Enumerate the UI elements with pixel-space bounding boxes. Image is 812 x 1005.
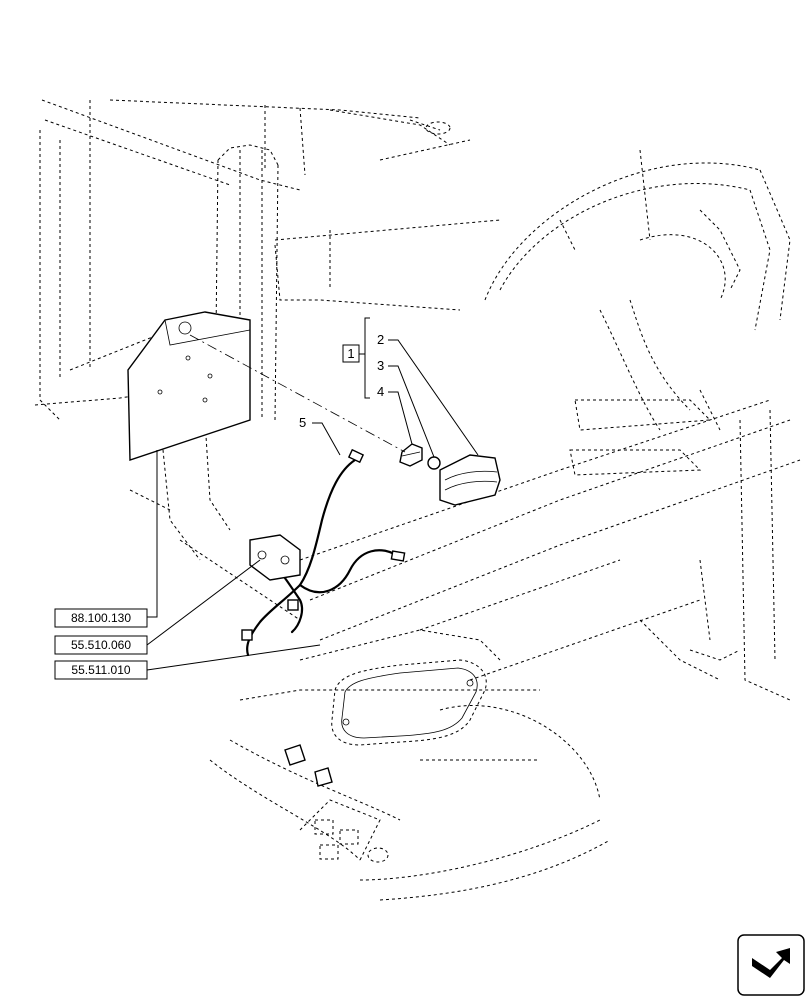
reference-88-100-130[interactable]: 88.100.130: [54, 608, 148, 628]
wiring-harness: [241, 448, 406, 787]
callout-label-4: 4: [377, 384, 384, 399]
reference-55-511-010[interactable]: 55.511.010: [54, 660, 148, 680]
reference-code: 88.100.130: [71, 611, 131, 625]
reference-code: 55.510.060: [71, 638, 131, 652]
mounting-bracket: [127, 311, 251, 461]
callout-label-5: 5: [299, 415, 306, 430]
callout-label-3: 3: [377, 358, 384, 373]
callout-label-2: 2: [377, 332, 384, 347]
callout-label-1: 1: [347, 346, 354, 361]
cab-frame-outline: [34, 99, 801, 901]
reference-55-510-060[interactable]: 55.510.060: [54, 635, 148, 655]
lamp-switch: [399, 443, 423, 467]
work-lamp: [439, 454, 501, 506]
reference-code: 55.511.010: [71, 663, 130, 677]
callout-group-1: 1: [342, 344, 360, 363]
forward-arrow-icon[interactable]: [737, 934, 805, 996]
lamp-washer: [427, 456, 441, 470]
